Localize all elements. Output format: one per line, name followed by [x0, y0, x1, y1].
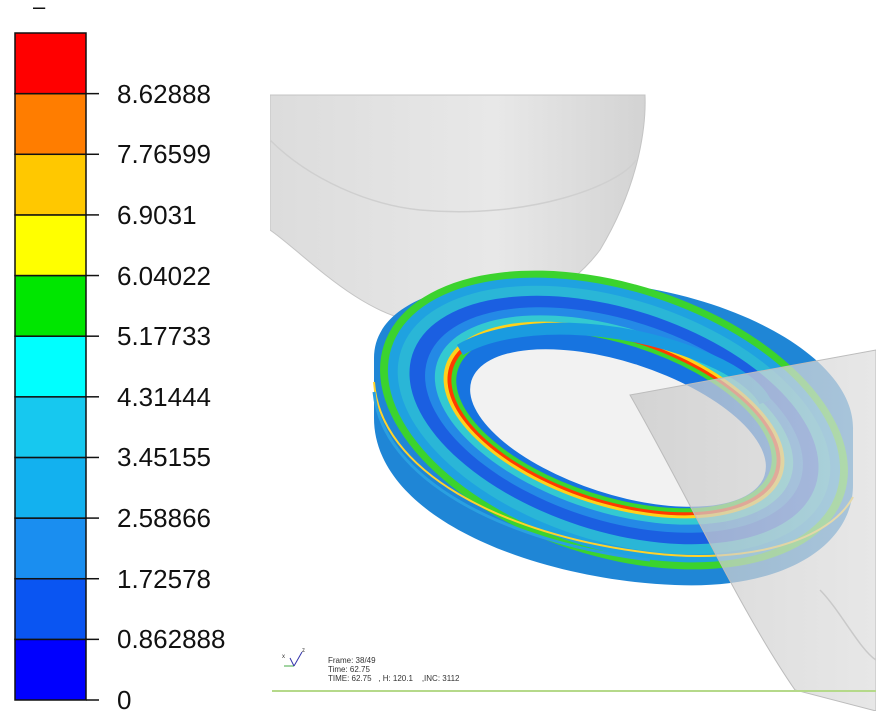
- legend-band: [14, 274, 87, 337]
- legend-label: 1.72578: [117, 563, 211, 594]
- legend-label: 4.31444: [117, 381, 211, 412]
- legend-label: 5.17733: [117, 321, 211, 352]
- legend-band: [14, 396, 87, 459]
- legend-label: 7.76599: [117, 139, 211, 170]
- legend-band: [14, 153, 87, 216]
- model-viewport[interactable]: [270, 0, 876, 711]
- svg-text:z: z: [302, 648, 305, 654]
- axis-triad: x z: [282, 648, 305, 667]
- color-legend: [14, 32, 99, 701]
- legend-band: [14, 32, 87, 95]
- legend-band: [14, 214, 87, 277]
- frame-counter: Frame: 38/49: [328, 656, 376, 665]
- lower-tool: [629, 349, 876, 711]
- status-line: TIME: 62.75 , H: 120.1 ,INC: 3112: [328, 674, 460, 683]
- legend-label: 0.862888: [117, 624, 226, 655]
- legend-label: 0: [117, 685, 132, 715]
- legend-band: [14, 456, 87, 519]
- legend-label: 3.45155: [117, 442, 211, 473]
- svg-text:x: x: [282, 654, 285, 660]
- legend-header: –: [33, 0, 46, 19]
- frame-info: Frame: 38/49 Time: 62.75 TIME: 62.75 , H…: [328, 656, 459, 683]
- legend-label: 6.9031: [117, 199, 197, 230]
- legend-band: [14, 92, 87, 156]
- ground-line: [272, 690, 876, 692]
- legend-label: 6.04022: [117, 260, 211, 291]
- legend-band: [14, 638, 87, 701]
- legend-band: [14, 577, 87, 641]
- legend-band: [14, 517, 87, 580]
- legend-label: 8.62888: [117, 78, 211, 109]
- legend-label: 2.58866: [117, 503, 211, 534]
- time-readout: Time: 62.75: [328, 665, 370, 674]
- legend-band: [14, 335, 87, 398]
